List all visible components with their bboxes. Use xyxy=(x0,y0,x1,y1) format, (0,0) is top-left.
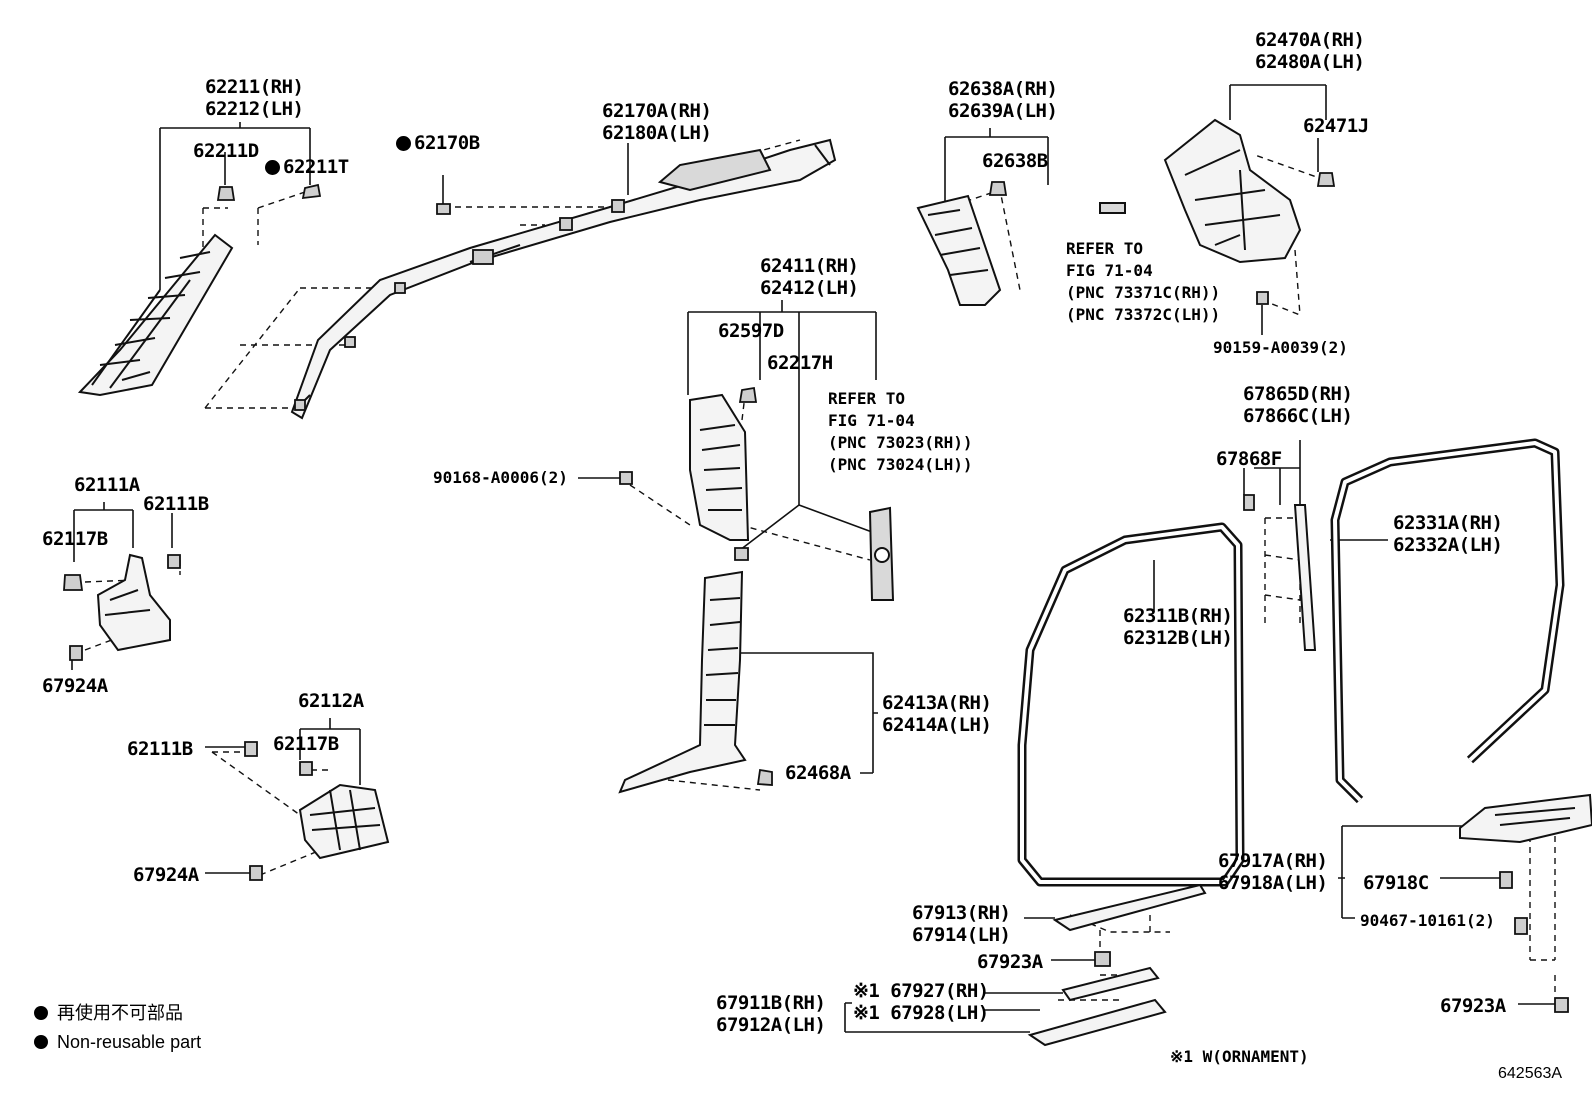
label-62211t-text: 62211T xyxy=(283,156,349,178)
part-62331a-rear-weatherstrip xyxy=(1330,438,1565,804)
part-62311b-front-weatherstrip xyxy=(1017,522,1245,887)
label-67924a-lower: 67924A xyxy=(133,864,199,886)
label-67918c: 67918C xyxy=(1363,872,1429,894)
part-67917a-rear-scuff xyxy=(1459,793,1592,1013)
clip-90168 xyxy=(619,471,633,485)
label-67913-rh: 67913(RH) xyxy=(912,902,1011,924)
label-67927-rh: ※1 67927(RH) xyxy=(853,980,989,1002)
label-67912a-lh: 67912A(LH) xyxy=(716,1014,826,1036)
label-67928-lh: ※1 67928(LH) xyxy=(853,1002,989,1024)
label-90159: 90159-A0039(2) xyxy=(1213,338,1348,357)
label-62211t: 62211T xyxy=(265,156,349,178)
part-67865d-strip xyxy=(1243,494,1317,651)
label-62117b-upper: 62117B xyxy=(42,528,108,550)
label-67865d-rh: 67865D(RH) xyxy=(1243,383,1353,405)
label-62471j: 62471J xyxy=(1303,115,1369,137)
label-67923a-center: 67923A xyxy=(977,951,1043,973)
part-62211-a-pillar-garnish xyxy=(77,233,234,397)
label-62638a-rh: 62638A(RH) xyxy=(948,78,1058,100)
part-62413a-b-pillar-lower xyxy=(618,570,773,794)
part-seatbelt-guide xyxy=(868,506,895,601)
part-62470a-bracket xyxy=(1099,118,1336,305)
label-67924a-upper: 67924A xyxy=(42,675,108,697)
part-62411-b-pillar-upper xyxy=(689,386,758,561)
clip-62211t xyxy=(301,183,322,200)
label-62117b-lower: 62117B xyxy=(273,733,339,755)
label-62331a-rh: 62331A(RH) xyxy=(1393,512,1503,534)
label-62211-rh: 62211(RH) xyxy=(205,76,304,98)
non-reusable-icon xyxy=(396,136,411,151)
label-pnc-73372c: (PNC 73372C(LH)) xyxy=(1066,305,1221,324)
label-67917a-rh: 67917A(RH) xyxy=(1218,850,1328,872)
part-62170a-roof-rail xyxy=(290,138,837,420)
label-62170b: 62170B xyxy=(396,132,480,154)
label-62112a: 62112A xyxy=(298,690,364,712)
label-62332a-lh: 62332A(LH) xyxy=(1393,534,1503,556)
legend-bullet-icon xyxy=(34,1035,48,1049)
label-refer-to-1: REFER TO xyxy=(1066,239,1144,258)
label-pnc-73024: (PNC 73024(LH)) xyxy=(828,455,973,474)
label-62312b-lh: 62312B(LH) xyxy=(1123,627,1233,649)
label-67918a-lh: 67918A(LH) xyxy=(1218,872,1328,894)
label-62413a-rh: 62413A(RH) xyxy=(882,692,992,714)
label-62480a-lh: 62480A(LH) xyxy=(1255,51,1365,73)
label-62170a-rh: 62170A(RH) xyxy=(602,100,712,122)
clip-62170b xyxy=(436,175,451,215)
label-90467: 90467-10161(2) xyxy=(1360,911,1495,930)
label-62212-lh: 62212(LH) xyxy=(205,98,304,120)
clip-62211d xyxy=(216,186,236,201)
label-62468a: 62468A xyxy=(785,762,851,784)
label-fig-71-04-2: FIG 71-04 xyxy=(828,411,915,430)
label-67868f: 67868F xyxy=(1216,448,1282,470)
part-67911b-step-plate xyxy=(1027,998,1167,1047)
label-67923a-right: 67923A xyxy=(1440,995,1506,1017)
label-pnc-73023: (PNC 73023(RH)) xyxy=(828,433,973,452)
part-62111a-cowl-side xyxy=(63,553,181,661)
part-67913-front-scuff xyxy=(1052,883,1207,967)
label-67866c-lh: 67866C(LH) xyxy=(1243,405,1353,427)
label-fig-71-04-1: FIG 71-04 xyxy=(1066,261,1153,280)
part-67927-ornament xyxy=(1061,966,1160,1002)
label-62597d: 62597D xyxy=(718,320,784,342)
label-pnc-73371c: (PNC 73371C(RH)) xyxy=(1066,283,1221,302)
label-62211d: 62211D xyxy=(193,140,259,162)
assembly-dashes xyxy=(84,139,1556,1001)
label-67911b-rh: 67911B(RH) xyxy=(716,992,826,1014)
label-62638b: 62638B xyxy=(982,150,1048,172)
label-62111b-upper: 62111B xyxy=(143,493,209,515)
part-62112a-trim xyxy=(244,741,390,881)
label-refer-to-2: REFER TO xyxy=(828,389,906,408)
label-62412-lh: 62412(LH) xyxy=(760,277,859,299)
label-62470a-rh: 62470A(RH) xyxy=(1255,29,1365,51)
legend-non-reusable: Non-reusable part xyxy=(57,1032,202,1052)
label-67914-lh: 67914(LH) xyxy=(912,924,1011,946)
legend-bullet-icon xyxy=(34,1006,48,1020)
label-62411-rh: 62411(RH) xyxy=(760,255,859,277)
legend-japanese: 再使用不可部品 xyxy=(57,1003,183,1023)
label-62639a-lh: 62639A(LH) xyxy=(948,100,1058,122)
leader-lines xyxy=(71,84,1555,1033)
label-62111a: 62111A xyxy=(74,474,140,496)
label-62170b-text: 62170B xyxy=(414,132,480,154)
ornament-note: ※1 W(ORNAMENT) xyxy=(1170,1047,1309,1066)
label-62111b-lower: 62111B xyxy=(127,738,193,760)
part-62638a-garnish xyxy=(916,181,1008,306)
label-62217h: 62217H xyxy=(767,352,833,374)
label-62414a-lh: 62414A(LH) xyxy=(882,714,992,736)
diagram-code: 642563A xyxy=(1498,1065,1563,1082)
label-62311b-rh: 62311B(RH) xyxy=(1123,605,1233,627)
non-reusable-icon xyxy=(265,160,280,175)
label-62180a-lh: 62180A(LH) xyxy=(602,122,712,144)
label-90168: 90168-A0006(2) xyxy=(433,468,568,487)
